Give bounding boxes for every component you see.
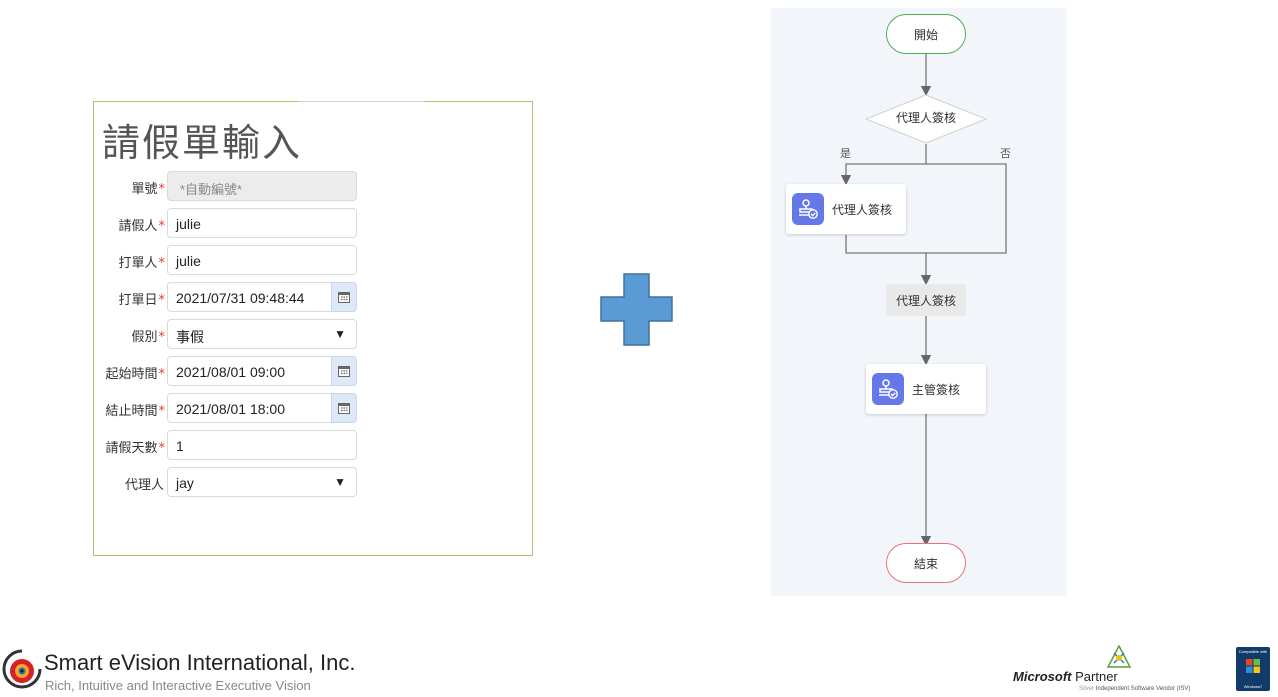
field-label: 結止時間* [105, 404, 165, 419]
yes-branch-label: 是 [840, 147, 851, 160]
caret-down-icon: ▼ [334, 327, 346, 341]
windows7-logo: Compatible with Windows7 [1236, 647, 1270, 691]
calendar-icon [338, 403, 350, 414]
company-eye-logo [2, 649, 42, 689]
end-node[interactable]: 結束 [886, 543, 966, 583]
isv-label: Independent Software Vendor (ISV) [1095, 686, 1191, 692]
calendar-icon [338, 292, 350, 303]
field-label: 起始時間* [105, 367, 165, 382]
form-row-agent: 代理人 jay ▼ [94, 467, 534, 499]
form-row-leave-type: 假別* 事假 ▼ [94, 319, 534, 351]
partner-text: Partner [1075, 669, 1118, 684]
form-title: 請假單輸入 [102, 121, 303, 165]
leave-days-input[interactable]: 1 [167, 430, 357, 460]
stamp-approve-icon [872, 373, 904, 405]
field-label: 打單日* [118, 293, 165, 308]
field-label: 假別* [131, 330, 165, 345]
field-label: 單號* [131, 182, 165, 197]
silver-text: Silver [1079, 686, 1095, 692]
calendar-button[interactable] [331, 282, 357, 312]
leave-type-select[interactable]: 事假 ▼ [167, 319, 357, 349]
win7-top-text: Compatible with [1238, 649, 1268, 654]
microsoft-partner-logo [1106, 645, 1132, 668]
agent-value: jay [176, 475, 194, 491]
ticket-number-field: *自動編號* [167, 171, 357, 201]
calendar-icon [338, 366, 350, 377]
win7-bottom-text: Windows7 [1243, 684, 1263, 689]
applicant-input[interactable]: julie [167, 208, 357, 238]
flow-connectors [840, 54, 1007, 547]
microsoft-partner-text: Microsoft Partner [1013, 669, 1118, 684]
company-name: Smart eVision International, Inc. [44, 650, 356, 675]
create-date-input[interactable]: 2021/07/31 09:48:44 [167, 282, 332, 312]
creator-input[interactable]: julie [167, 245, 357, 275]
isv-text: Silver Independent Software Vendor (ISV) [1079, 686, 1190, 692]
manager-approval-node[interactable]: 主管簽核 [866, 364, 986, 414]
calendar-button[interactable] [331, 356, 357, 386]
decision-diamond [864, 94, 988, 144]
start-node[interactable]: 開始 [886, 14, 966, 54]
stamp-approve-icon [792, 193, 824, 225]
form-row-end-time: 結止時間* 2021/08/01 18:00 [94, 393, 534, 425]
windows-flag-icon [1246, 659, 1260, 673]
form-row-creator: 打單人* julie [94, 245, 534, 277]
field-label: 請假人* [118, 219, 165, 234]
form-row-ticket-number: 單號* *自動編號* [94, 171, 534, 203]
caret-down-icon: ▼ [334, 475, 346, 489]
field-label: 打單人* [118, 256, 165, 271]
calendar-button[interactable] [331, 393, 357, 423]
field-label: 代理人 [124, 478, 164, 493]
form-row-create-date: 打單日* 2021/07/31 09:48:44 [94, 282, 534, 314]
leave-form-panel: 請假單輸入 單號* *自動編號* 請假人* julie 打單人* julie 打… [93, 101, 533, 556]
tab-divider [299, 101, 424, 102]
agent-select[interactable]: jay ▼ [167, 467, 357, 497]
form-row-leave-days: 請假天數* 1 [94, 430, 534, 462]
form-row-applicant: 請假人* julie [94, 208, 534, 240]
manager-approval-label: 主管簽核 [912, 382, 961, 397]
agent-approval-label: 代理人簽核 [832, 202, 893, 217]
company-tagline: Rich, Intuitive and Interactive Executiv… [45, 678, 311, 693]
agent-approval-merge-node[interactable]: 代理人簽核 [886, 284, 966, 316]
form-row-start-time: 起始時間* 2021/08/01 09:00 [94, 356, 534, 388]
agent-approval-node[interactable]: 代理人簽核 [786, 184, 906, 234]
start-time-input[interactable]: 2021/08/01 09:00 [167, 356, 332, 386]
microsoft-brand: Microsoft [1013, 669, 1072, 684]
decision-label[interactable]: 代理人簽核 [895, 111, 956, 125]
field-label: 請假天數* [105, 441, 165, 456]
end-time-input[interactable]: 2021/08/01 18:00 [167, 393, 332, 423]
plus-icon [600, 273, 673, 346]
no-branch-label: 否 [1000, 147, 1011, 160]
leave-type-value: 事假 [176, 329, 204, 345]
workflow-canvas: 開始 代理人簽核 是 否 代理人簽核 代理人簽核 主管簽核 結束 [771, 8, 1067, 596]
